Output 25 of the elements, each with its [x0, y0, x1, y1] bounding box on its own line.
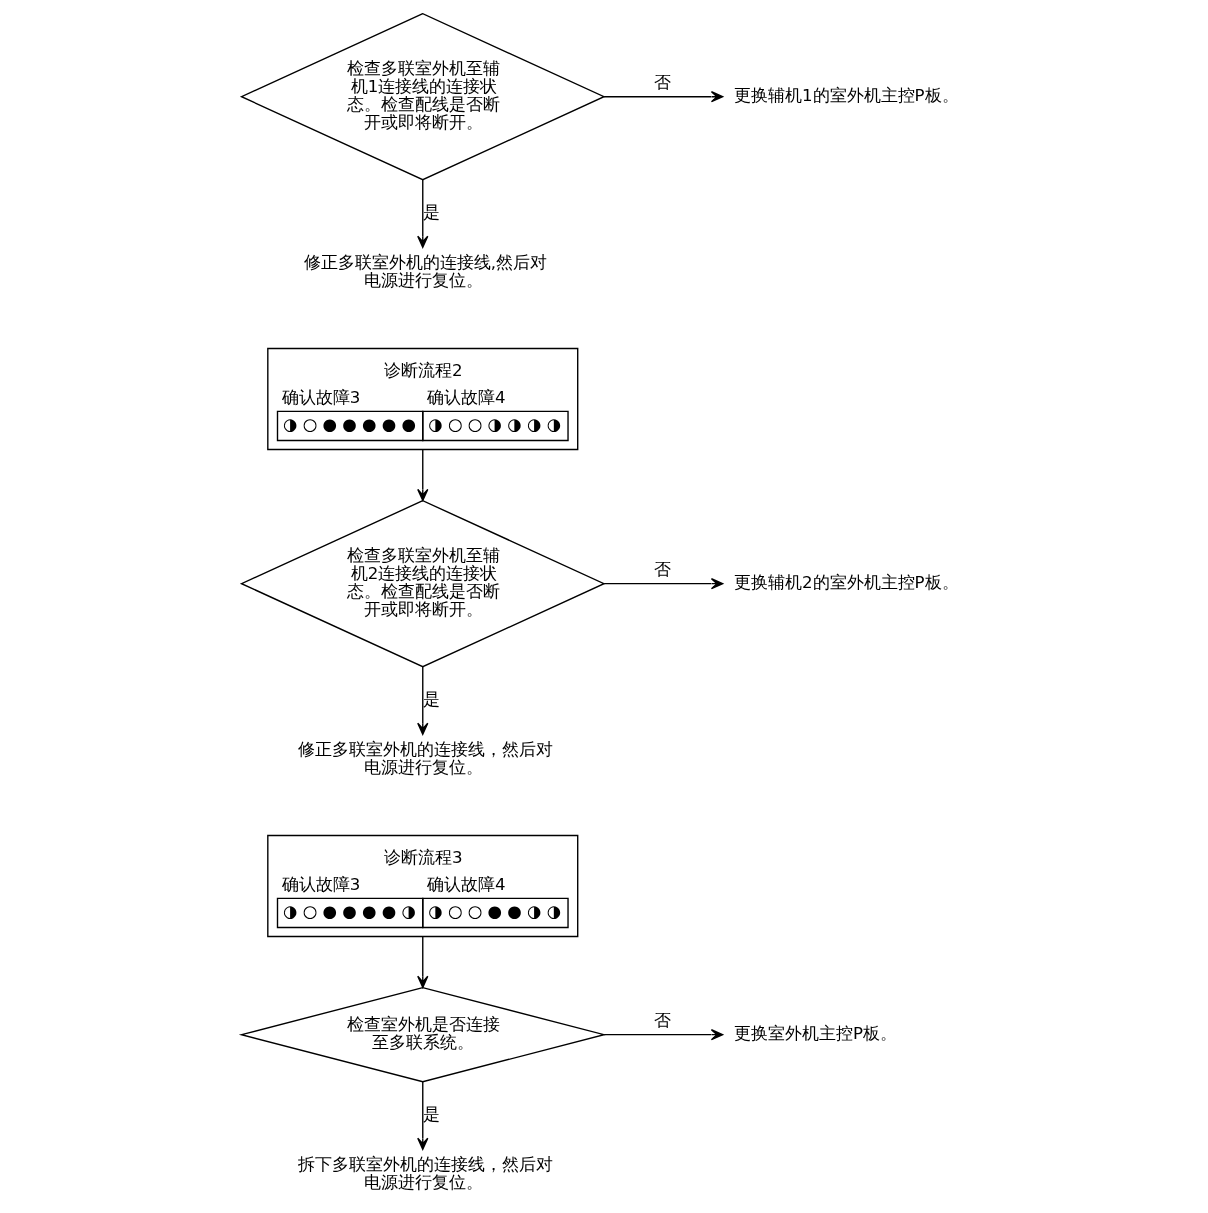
arrow [417, 666, 429, 735]
arrow [417, 1081, 429, 1150]
arrow [603, 1029, 724, 1041]
node-text: 更换辅机1的室外机主控P板。 [734, 85, 959, 105]
node-diamond: 检查多联室外机至辅机1连接线的连接状态。检查配线是否断开或即将断开。 [239, 12, 606, 181]
arrow [417, 936, 429, 989]
node-text: 拆下多联室外机的连接线，然后对电源进行复位。 [297, 1154, 553, 1192]
node-text: 更换室外机主控P板。 [734, 1023, 898, 1043]
node-text: 修正多联室外机的连接线,然后对电源进行复位。 [303, 252, 548, 290]
edge-label: 否 [654, 1010, 672, 1030]
arrow [417, 179, 429, 248]
arrow [417, 448, 429, 502]
arrow [603, 578, 724, 590]
edge-label: 是 [422, 1104, 440, 1124]
arrow [603, 91, 724, 103]
node-diamond: 检查多联室外机至辅机2连接线的连接状态。检查配线是否断开或即将断开。 [239, 499, 606, 668]
node-box: 诊断流程3 确认故障3 确认故障4 ◑ ○ ● ● ● ● ◑ ◑ ○ ○ ● ● ◑ ◑ [267, 834, 579, 938]
edge-label: 是 [422, 202, 440, 222]
edge-label: 否 [654, 559, 672, 579]
node-text: 修正多联室外机的连接线，然后对电源进行复位。 [297, 739, 553, 777]
node-box: 诊断流程2 确认故障3 确认故障4 ◑ ○ ● ● ● ● ● ◑ ○ ○ ◑ ◑ ◑ ◑ [267, 347, 579, 451]
node-diamond: 检查室外机是否连接至多联系统。 [238, 986, 607, 1083]
edge-label: 否 [654, 72, 672, 92]
edge-label: 是 [422, 689, 440, 709]
node-text: 更换辅机2的室外机主控P板。 [734, 572, 959, 592]
